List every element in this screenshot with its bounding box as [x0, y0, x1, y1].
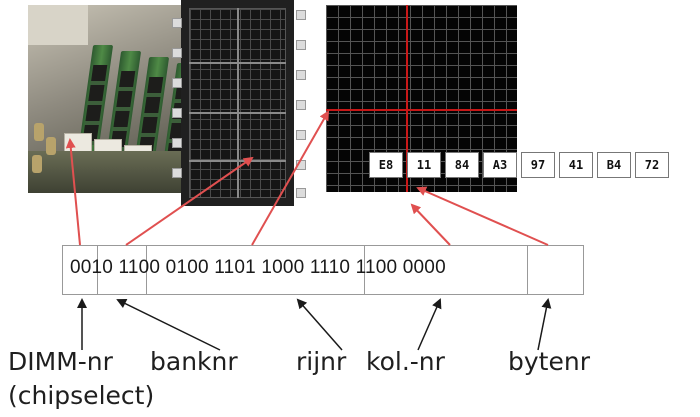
row-label: rijnr	[296, 347, 347, 376]
byte-label: bytenr	[508, 347, 590, 376]
field-separator	[97, 245, 98, 295]
byte-label-arrow	[537, 298, 552, 351]
dimm-label: DIMM-nr	[8, 347, 113, 376]
chip-pin	[296, 100, 306, 110]
field-separator	[146, 245, 147, 295]
chip-pin	[172, 108, 182, 118]
chip-pin	[172, 78, 182, 88]
byte-cell: 41	[559, 152, 593, 178]
column-label-arrow	[417, 298, 442, 351]
column-highlight	[406, 5, 408, 192]
byte-cell: 72	[635, 152, 669, 178]
byte-cell: 84	[445, 152, 479, 178]
byte-cell: A3	[483, 152, 517, 178]
chip-pin	[296, 160, 306, 170]
field-separator	[527, 245, 528, 295]
motherboard-photo	[28, 5, 186, 193]
byte-cell: 97	[521, 152, 555, 178]
chip-pin	[296, 130, 306, 140]
row-highlight	[326, 109, 517, 111]
column-label: kol.-nr	[366, 347, 445, 376]
byte-cell: 11	[407, 152, 441, 178]
address-bits: 0010 1100 0100 1101 1000 1110 1100 0000	[70, 257, 446, 278]
chip-pin	[296, 70, 306, 80]
address-box	[62, 245, 584, 295]
chip-pin	[172, 138, 182, 148]
byte-arrow	[416, 186, 549, 246]
byte-cell: E8	[369, 152, 403, 178]
chip-pin	[172, 18, 182, 28]
byte-cell: B4	[597, 152, 631, 178]
memory-chip	[181, 0, 294, 206]
bank-label-arrow	[116, 299, 221, 351]
row-label-arrow	[296, 298, 343, 351]
chip-pin	[172, 48, 182, 58]
chip-pin	[296, 40, 306, 50]
column-arrow	[410, 203, 451, 246]
field-separator	[364, 245, 365, 295]
memory-bank-grid	[326, 5, 517, 192]
chipselect-label: (chipselect)	[8, 381, 155, 410]
chip-pin	[172, 168, 182, 178]
bank-label: banknr	[150, 347, 238, 376]
chip-pin	[296, 188, 306, 198]
chip-pin	[296, 10, 306, 20]
